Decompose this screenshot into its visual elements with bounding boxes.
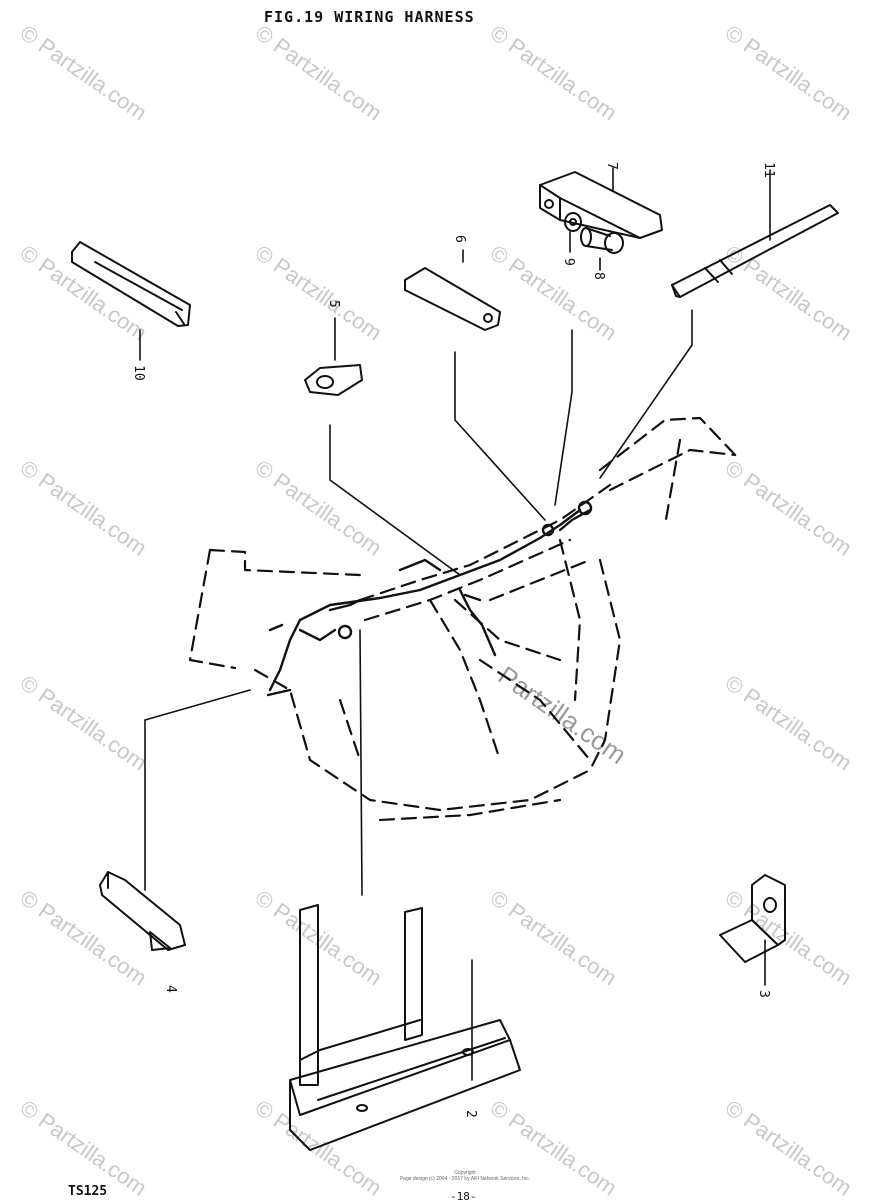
part-5-clamp[interactable]: [304, 364, 363, 396]
part-number-6: 6: [452, 235, 467, 243]
figure-title: FIG.19 WIRING HARNESS: [264, 8, 475, 26]
copyright-line: Copyright: [454, 1170, 476, 1176]
page-number: -18-: [450, 1190, 477, 1203]
part-number-4: 4: [163, 985, 178, 993]
part-6-clamp[interactable]: [404, 267, 501, 331]
part-9-washer[interactable]: [564, 212, 582, 232]
part-number-8: 8: [591, 272, 606, 280]
copyright-line: Page design (c) 2004 - 2017 by ARI Netwo…: [399, 1176, 531, 1182]
part-number-7: 7: [604, 162, 619, 170]
part-3-l-bracket[interactable]: [719, 874, 786, 963]
model-code: TS125: [68, 1184, 108, 1199]
part-number-11: 11: [761, 162, 776, 178]
part-4-clip[interactable]: [99, 871, 186, 951]
part-2-guard[interactable]: [289, 904, 521, 1151]
leader-lines: [139, 167, 771, 1081]
part-7-bracket[interactable]: [539, 171, 663, 239]
part-10-strap[interactable]: [71, 241, 191, 327]
part-number-9: 9: [561, 258, 576, 266]
part-number-5: 5: [326, 300, 341, 308]
part-1-wiring-harness[interactable]: [266, 500, 593, 697]
copyright-notice: Copyright Page design (c) 2004 - 2017 by…: [385, 1170, 545, 1182]
part-number-2: 2: [463, 1110, 478, 1118]
part-number-3: 3: [756, 990, 771, 998]
part-number-10: 10: [131, 365, 146, 381]
part-11-long-strap[interactable]: [671, 204, 839, 298]
part-8-bolt[interactable]: [580, 227, 624, 254]
motorcycle-frame: [188, 416, 742, 822]
